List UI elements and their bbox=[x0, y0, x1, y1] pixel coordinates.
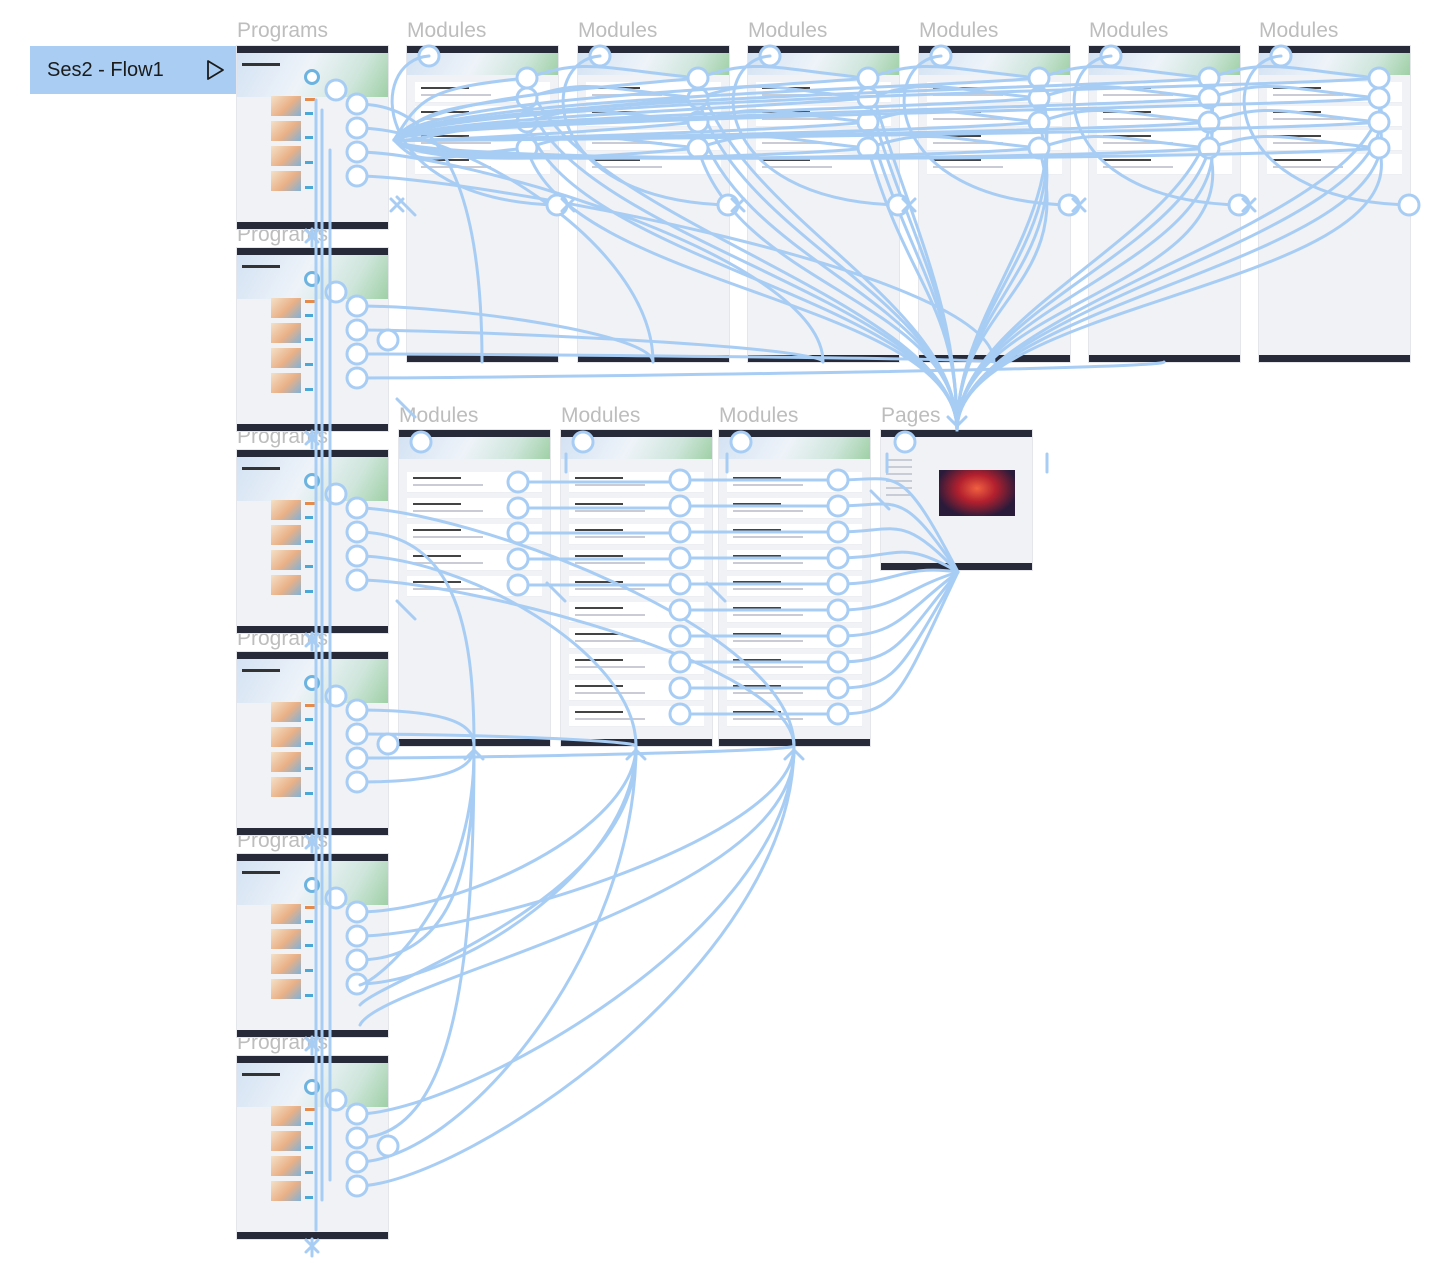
progress-donut bbox=[304, 1079, 320, 1095]
connection-line-55[interactable] bbox=[389, 197, 405, 213]
frame-label-modules-7: Modules bbox=[399, 404, 479, 427]
frame-modules-6[interactable] bbox=[1259, 46, 1410, 362]
progress-donut bbox=[304, 473, 320, 489]
app-header bbox=[237, 46, 388, 53]
program-thumbnail bbox=[271, 171, 301, 191]
program-thumbnail bbox=[271, 96, 301, 116]
progress-donut bbox=[304, 675, 320, 691]
connection-line-128[interactable] bbox=[463, 747, 485, 761]
connection-line-33[interactable] bbox=[355, 744, 796, 1188]
connection-line-20[interactable] bbox=[355, 744, 796, 760]
frame-modules-9[interactable] bbox=[719, 430, 870, 746]
connection-line-27[interactable] bbox=[355, 744, 638, 986]
frame-modules-3[interactable] bbox=[748, 46, 899, 362]
program-thumbnail bbox=[271, 146, 301, 166]
flow-starting-point[interactable]: Ses2 - Flow1 bbox=[30, 46, 238, 94]
connection-line-153[interactable] bbox=[358, 749, 796, 1027]
connection-line-121[interactable] bbox=[1241, 197, 1257, 213]
progress-donut bbox=[304, 271, 320, 287]
program-thumbnail bbox=[271, 121, 301, 141]
frame-modules-1[interactable] bbox=[407, 46, 558, 362]
frame-modules-2[interactable] bbox=[578, 46, 729, 362]
frame-programs-1[interactable] bbox=[237, 46, 388, 229]
frame-label-modules-6: Modules bbox=[1259, 19, 1339, 42]
frame-modules-5[interactable] bbox=[1089, 46, 1240, 362]
page-side-navigation bbox=[886, 454, 926, 524]
frame-programs-3[interactable] bbox=[237, 450, 388, 633]
frame-programs-2[interactable] bbox=[237, 248, 388, 431]
connection-line-140[interactable] bbox=[625, 747, 647, 761]
connection-line-152[interactable] bbox=[783, 747, 805, 761]
frame-label-modules-2: Modules bbox=[578, 19, 658, 42]
connection-line-141[interactable] bbox=[358, 749, 638, 1007]
connection-line-83[interactable] bbox=[730, 197, 746, 213]
connection-line-97[interactable] bbox=[901, 197, 917, 213]
frame-label-programs-1: Programs bbox=[237, 19, 329, 42]
frame-label-pages-1: Pages bbox=[881, 404, 941, 427]
play-icon[interactable] bbox=[204, 58, 226, 82]
connection-line-111[interactable] bbox=[1071, 197, 1087, 213]
connection-line-122[interactable] bbox=[946, 415, 968, 429]
app-footer bbox=[237, 222, 388, 229]
video-thumbnail[interactable] bbox=[939, 470, 1015, 516]
connection-line-24[interactable] bbox=[355, 744, 638, 914]
frame-label-modules-3: Modules bbox=[748, 19, 828, 42]
frame-label-modules-8: Modules bbox=[561, 404, 641, 427]
frame-pages-1[interactable] bbox=[881, 430, 1032, 570]
frame-programs-4[interactable] bbox=[237, 652, 388, 835]
frame-programs-6[interactable] bbox=[237, 1056, 388, 1239]
connection-line-25[interactable] bbox=[355, 744, 796, 938]
connection-line-32[interactable] bbox=[355, 744, 638, 1164]
frame-programs-5[interactable] bbox=[237, 854, 388, 1037]
frame-label-modules-1: Modules bbox=[407, 19, 487, 42]
frame-label-modules-5: Modules bbox=[1089, 19, 1169, 42]
flow-label: Ses2 - Flow1 bbox=[47, 58, 164, 81]
frame-label-modules-9: Modules bbox=[719, 404, 799, 427]
connection-line-30[interactable] bbox=[355, 744, 796, 1116]
connection-line-69[interactable] bbox=[560, 197, 576, 213]
frame-modules-8[interactable] bbox=[561, 430, 712, 746]
progress-donut bbox=[304, 69, 320, 85]
frame-modules-7[interactable] bbox=[399, 430, 550, 746]
frame-label-modules-4: Modules bbox=[919, 19, 999, 42]
frame-modules-4[interactable] bbox=[919, 46, 1070, 362]
connection-line-9[interactable] bbox=[355, 360, 1166, 380]
welcome-banner bbox=[237, 53, 388, 97]
progress-donut bbox=[304, 877, 320, 893]
connection-line-35[interactable] bbox=[304, 1238, 320, 1254]
